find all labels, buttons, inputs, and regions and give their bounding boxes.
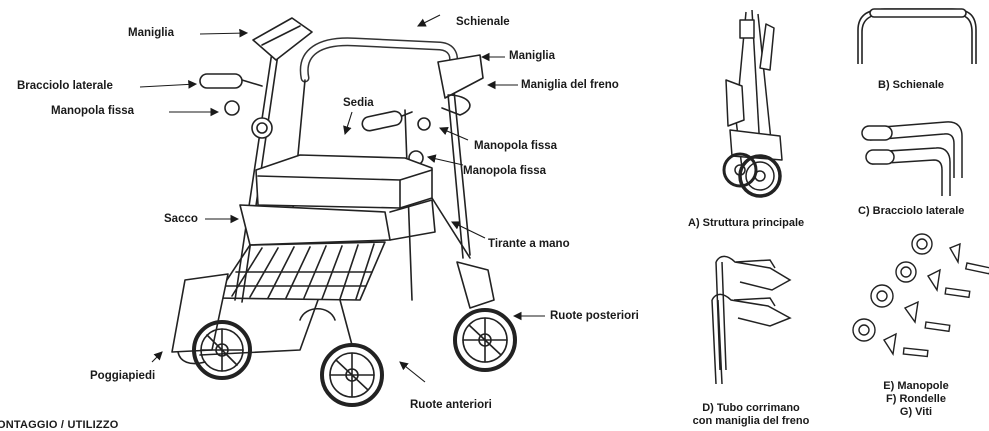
caption-part-b: B) Schienale: [878, 79, 945, 91]
label-tirante-a-mano: Tirante a mano: [488, 238, 570, 250]
label-poggiapiedi: Poggiapiedi: [90, 370, 156, 382]
caption-part-f: F) Rondelle: [886, 393, 946, 405]
caption-part-efg: E) Manopole F) Rondelle G) Viti: [876, 380, 956, 419]
caption-part-d: D) Tubo corrimano con maniglia del freno: [683, 402, 819, 428]
caption-part-c: C) Bracciolo laterale: [858, 205, 965, 217]
label-manopola-fissa-mid: Manopola fissa: [474, 140, 558, 152]
part-d-illustration: [711, 255, 792, 385]
caption-part-e: E) Manopole: [883, 380, 949, 392]
label-maniglia-del-freno: Maniglia del freno: [521, 79, 619, 91]
rollator-illustration: [171, 17, 517, 407]
part-c-illustration: [861, 121, 963, 196]
label-sacco: Sacco: [164, 213, 198, 225]
label-ruote-anteriori: Ruote anteriori: [410, 399, 492, 411]
label-manopola-fissa-low: Manopola fissa: [463, 165, 547, 177]
caption-part-d-line2: con maniglia del freno: [692, 415, 810, 427]
part-efg-illustration: [852, 233, 989, 358]
label-sedia: Sedia: [343, 97, 374, 109]
caption-part-d-line1: D) Tubo corrimano: [702, 402, 800, 414]
label-maniglia-left: Maniglia: [128, 27, 175, 39]
label-schienale: Schienale: [456, 16, 510, 28]
label-bracciolo-laterale: Bracciolo laterale: [17, 80, 113, 92]
caption-part-g: G) Viti: [899, 406, 933, 418]
part-a-illustration: [722, 9, 783, 198]
part-b-illustration: [857, 8, 977, 64]
callout-arrows: [139, 14, 545, 383]
caption-part-a: A) Struttura principale: [688, 217, 805, 229]
label-maniglia-right: Maniglia: [509, 50, 556, 62]
label-ruote-posteriori: Ruote posteriori: [550, 310, 639, 322]
section-heading-footer: ONTAGGIO / UTILIZZO: [0, 419, 119, 431]
label-manopola-fissa-left: Manopola fissa: [51, 105, 135, 117]
